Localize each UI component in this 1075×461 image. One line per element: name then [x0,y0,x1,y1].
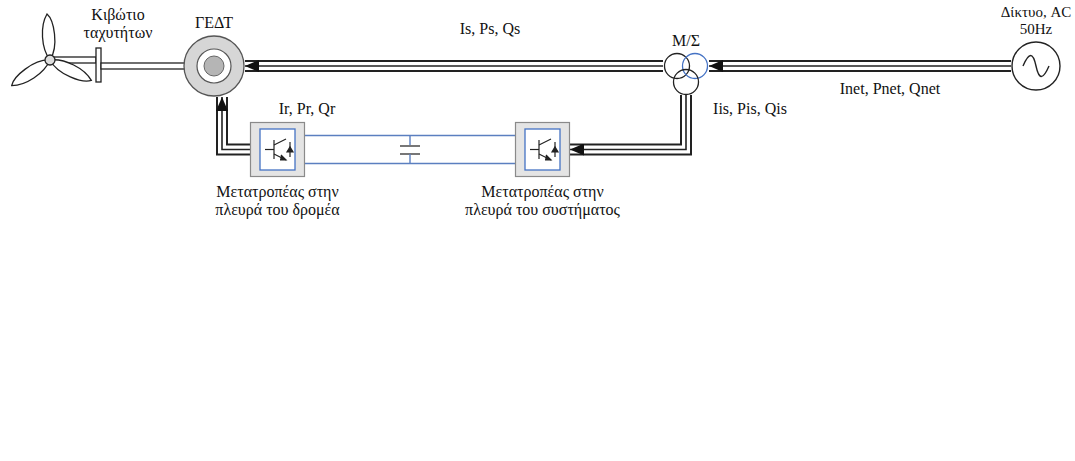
node-label: Μετατροπέας στην πλευρά του συστήματος [463,183,623,220]
power-flow-label: Inet, Pnet, Qnet [835,80,945,98]
wire-outer [570,95,686,150]
converter-box-outline [515,122,570,177]
wire-center [570,95,686,150]
three-phase-line [570,95,686,150]
wire-center [709,65,1011,67]
dc-wire [305,135,515,136]
transformer-symbol: Μ/Σ [663,53,709,95]
node-label: Μ/Σ [656,32,716,50]
wire-outer [222,97,250,150]
wire-outer [245,60,663,72]
dc-capacitor [400,136,420,164]
converter-box-outline [250,122,305,177]
grid-source-outline [1011,41,1061,91]
transformer-symbol-outline [663,53,709,95]
three-phase-line [245,66,663,67]
node-label: Μετατροπέας στην πλευρά του δρομέα [203,183,353,220]
dc-wire [305,163,515,164]
dc-link [305,136,515,164]
power-flow-label: Is, Ps, Qs [455,20,525,38]
wire-center [222,97,250,150]
gearbox-label: Κιβώτιο ταχυτήτων [68,6,168,43]
node-label: Δίκτυο, AC 50Hz [1000,4,1072,39]
wire-gap [222,97,250,150]
converter-box: Μετατροπέας στην πλευρά του συστήματος [515,122,570,177]
node-label: ΓΕΔΤ [174,14,254,32]
generator-circle: ΓΕΔΤ [183,35,245,97]
wire-gap [709,62,1011,70]
power-flow-label: Iis, Pis, Qis [700,100,800,118]
blades [8,14,94,90]
wire-gap [245,62,663,70]
gearbox [96,48,101,82]
three-phase-line [222,97,250,150]
wire-center [245,65,663,67]
wire-outer [709,60,1011,72]
power-flow-label: Ir, Pr, Qr [262,100,352,118]
wire-gap [570,95,686,150]
grid-source: Δίκτυο, AC 50Hz [1011,41,1061,91]
generator-circle-outline [183,35,245,97]
three-phase-line [709,66,1011,67]
converter-box: Μετατροπέας στην πλευρά του δρομέα [250,122,305,177]
